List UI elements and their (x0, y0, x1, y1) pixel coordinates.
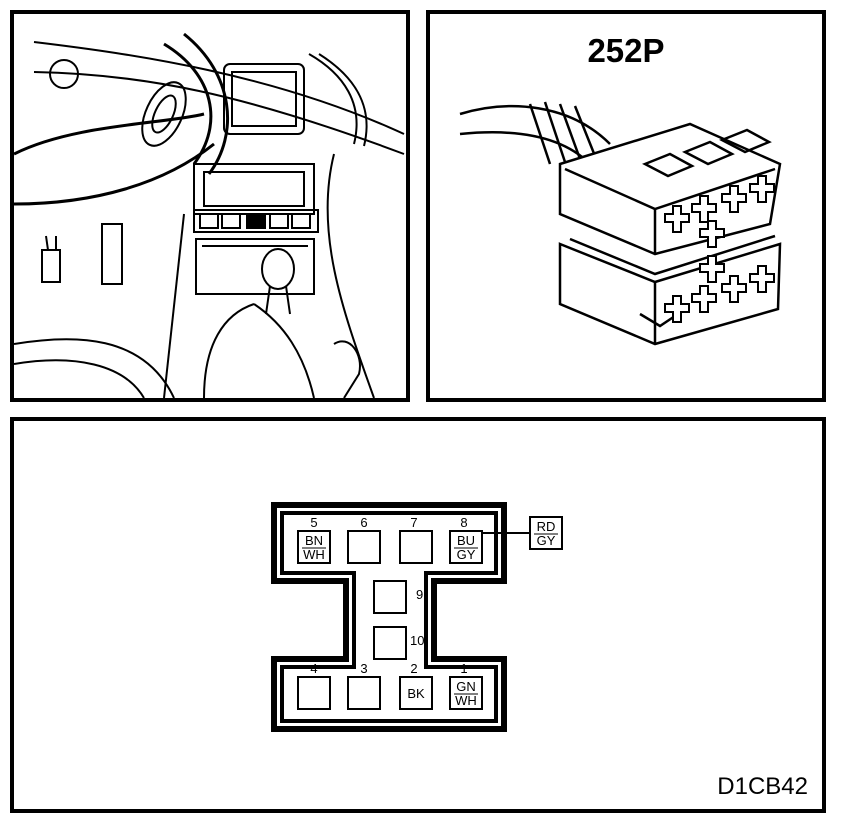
pin-number-1: 1 (460, 661, 467, 676)
pin-1-wire-color-2: WH (455, 693, 477, 708)
pin-5-wire-color-1: BN (305, 533, 323, 548)
external-wire-color-2: GY (537, 533, 556, 548)
pin-8-wire-color-1: BU (457, 533, 475, 548)
highlighted-switch (246, 213, 266, 229)
pin-number-10: 10 (410, 633, 424, 648)
pin-number-3: 3 (360, 661, 367, 676)
pin-number-5: 5 (310, 515, 317, 530)
pin-cavity-4 (297, 676, 331, 710)
pin-cavity-5 (297, 530, 331, 564)
pin-5-wire-color-2: WH (303, 547, 325, 562)
pin-8-wire-color-2: GY (457, 547, 476, 562)
pin-number-6: 6 (360, 515, 367, 530)
figure-id: D1CB42 (717, 773, 808, 800)
pin-cavity-9 (373, 580, 407, 614)
pin-2-wire-color-1: BK (407, 686, 425, 701)
pin-cavity-2 (399, 676, 433, 710)
pin-number-2: 2 (410, 661, 417, 676)
pin-number-4: 4 (310, 661, 317, 676)
connector-title: 252P (587, 32, 665, 69)
pin-cavity-3 (347, 676, 381, 710)
pin-cavity-8 (449, 530, 483, 564)
pin-number-9: 9 (416, 587, 423, 602)
pin-cavity-10 (373, 626, 407, 660)
external-wire-box (529, 516, 563, 550)
pin-number-7: 7 (410, 515, 417, 530)
dashboard-drawing (14, 32, 405, 398)
dashboard-location-illustration (10, 10, 410, 402)
pin-cavity-1 (449, 676, 483, 710)
pin-cavity-7 (399, 530, 433, 564)
connector-drawing (459, 101, 782, 346)
external-wire-color-1: RD (537, 519, 556, 534)
connector-illustration-panel: 252P (426, 10, 826, 402)
pin-cavity-6 (347, 530, 381, 564)
pin-1-wire-color-1: GN (456, 679, 476, 694)
pin-number-8: 8 (460, 515, 467, 530)
